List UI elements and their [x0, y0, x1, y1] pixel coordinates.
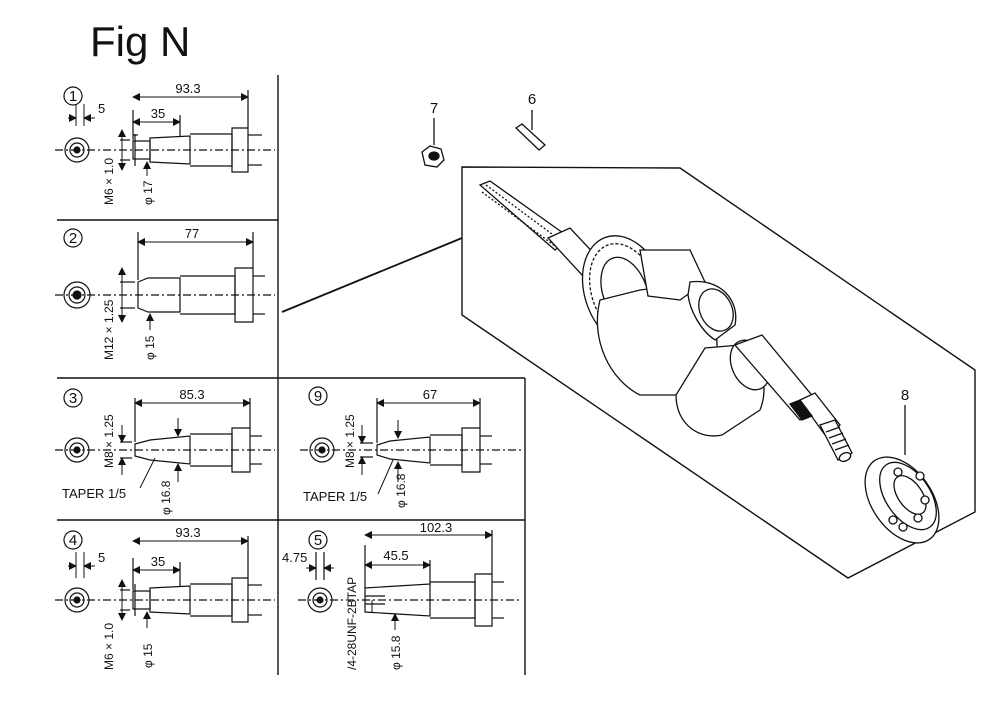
- variant-4-mid-length: 35: [151, 554, 165, 569]
- variant-1-overall-length: 93.3: [175, 81, 200, 96]
- crankshaft: [478, 180, 853, 463]
- variant-5-shaft: [298, 530, 522, 627]
- variant-9-cell: 9 67 M8 × 1.25 φ 16.8 TAPER 1/5: [300, 386, 522, 508]
- variant-3-overall-length: 85.3: [179, 387, 204, 402]
- variant-9-number: 9: [314, 388, 322, 405]
- variant-5-thread: /4-28UNF-2BTAP: [345, 577, 359, 670]
- variant-3-badge: [63, 388, 83, 408]
- variant-9-badge: [308, 386, 328, 406]
- variant-3-number: 3: [69, 390, 77, 407]
- exploded-view-frame: [461, 166, 976, 579]
- variant-4-cell: 4 93.3 35 5 M6 × 1.0 φ 15: [55, 525, 275, 670]
- part-6-label: 6: [528, 91, 536, 108]
- variant-1-diameter: φ 17: [141, 180, 155, 205]
- variant-2-overall-length: 77: [185, 226, 199, 241]
- variant-4-number: 4: [69, 532, 77, 549]
- leader-line: [281, 237, 463, 313]
- variant-5-badge: [308, 530, 328, 550]
- variant-5-offset: 4.75: [282, 550, 307, 565]
- variant-1-offset: 5: [98, 101, 105, 116]
- variant-5-cell: 5 102.3 45.5 4.75 /4-28UNF-2BTAP φ 15.8: [282, 520, 522, 670]
- variant-1-shaft: [55, 90, 275, 173]
- variant-1-cell: 1 93.3 35 5 M6 × 1.0 φ 17: [55, 81, 275, 205]
- variant-2-shaft: [55, 232, 275, 323]
- variant-1-thread: M6 × 1.0: [102, 158, 116, 205]
- variant-2-badge: [63, 228, 83, 248]
- variant-5-diameter: φ 15.8: [389, 635, 403, 670]
- variant-2-diameter: φ 15: [143, 335, 157, 360]
- variant-9-thread: M8 × 1.25: [343, 414, 357, 468]
- variant-1-number: 1: [69, 88, 77, 105]
- exploded-view: 7 6 8: [281, 91, 976, 579]
- variant-1-mid-length: 35: [151, 106, 165, 121]
- figure-title: Fig N: [90, 18, 191, 65]
- dimension-table: [57, 75, 526, 675]
- part-8-label: 8: [901, 387, 909, 404]
- part-7-label: 7: [430, 100, 438, 117]
- part-6-key: [514, 110, 546, 151]
- variant-2-cell: 2 77 M12 × 1.25 φ 15: [55, 226, 275, 360]
- variant-3-taper: TAPER 1/5: [62, 486, 126, 501]
- variant-5-mid-length: 45.5: [383, 548, 408, 563]
- variant-2-number: 2: [69, 230, 77, 247]
- variant-1-badge: [63, 86, 83, 106]
- variant-3-thread: M8 × 1.25: [102, 414, 116, 468]
- variant-4-thread: M6 × 1.0: [102, 623, 116, 670]
- variant-9-diameter: φ 16.8: [394, 473, 408, 508]
- variant-4-shaft: [55, 536, 275, 623]
- variant-9-taper: TAPER 1/5: [303, 489, 367, 504]
- variant-9-shaft: [300, 398, 522, 473]
- variant-3-cell: 3 85.3 M8 × 1.25 φ 16.8 TAPER 1/5: [55, 387, 275, 515]
- variant-5-overall-length: 102.3: [420, 520, 453, 535]
- variant-3-diameter: φ 16.8: [159, 480, 173, 515]
- variant-4-diameter: φ 15: [141, 643, 155, 668]
- variant-4-badge: [63, 530, 83, 550]
- variant-2-thread: M12 × 1.25: [102, 299, 116, 360]
- variant-3-shaft: [55, 398, 275, 473]
- variant-4-offset: 5: [98, 550, 105, 565]
- variant-5-number: 5: [314, 532, 322, 549]
- part-8-bearing: [864, 405, 940, 544]
- variant-9-overall-length: 67: [423, 387, 437, 402]
- variant-4-overall-length: 93.3: [175, 525, 200, 540]
- part-7-nut: [421, 118, 445, 168]
